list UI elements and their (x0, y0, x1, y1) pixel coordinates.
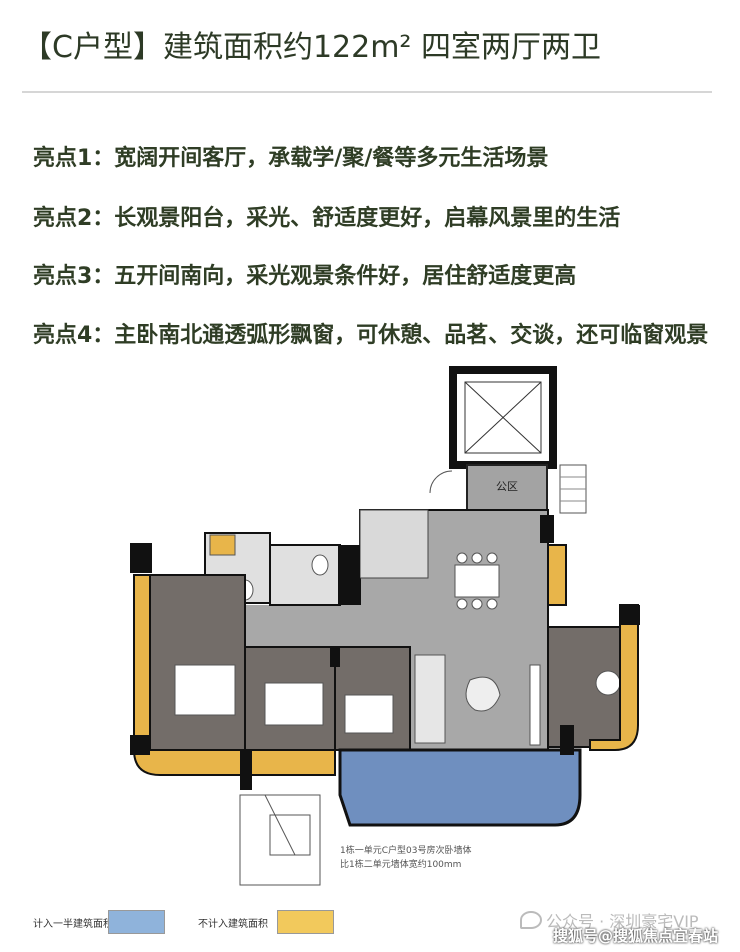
right-bedroom (547, 626, 621, 748)
highlight-1: 亮点1：宽阔开间客厅，承载学/聚/餐等多元生活场景 (33, 146, 549, 171)
note-line-1: 1栋一单元C户型03号房次卧墙体 (340, 846, 472, 856)
highlight-3: 亮点3：五开间南向，采光观景条件好，居住舒适度更高 (33, 264, 577, 289)
page-title: 【C户型】建筑面积约122m² 四室两厅两卫 (22, 30, 601, 65)
wechat-icon (520, 911, 542, 929)
watermark-official-account: 公众号 · 深圳豪宅VIP (520, 908, 699, 932)
highlight-2: 亮点2：长观景阳台，采光、舒适度更好，启幕风景里的生活 (33, 206, 621, 231)
legend-half-area-swatch (108, 910, 165, 934)
balcony (338, 748, 582, 827)
note-line-2: 比1栋二单元墙体宽约100mm (340, 860, 462, 870)
right-bay-window (589, 604, 639, 751)
legend-no-area-swatch (277, 910, 334, 934)
sofa (414, 654, 446, 744)
corridor (245, 605, 365, 647)
public-area-label: 公区 (496, 480, 518, 493)
kitchen (359, 509, 429, 579)
legend-no-area-label: 不计入建筑面积 (198, 919, 268, 930)
ac-platform (239, 794, 321, 886)
highlight-4: 亮点4：主卧南北通透弧形飘窗，可休憩、品茗、交谈，还可临窗观景 (33, 323, 709, 348)
title-divider (22, 91, 712, 93)
dining-table (454, 564, 500, 598)
public-area (466, 464, 548, 518)
watermark-source: 搜狐号@搜狐焦点宜春站 (553, 927, 719, 945)
legend-half-area-label: 计入一半建筑面积 (33, 919, 113, 930)
bathroom-2 (269, 544, 341, 606)
floor-plan: 公区 (130, 366, 640, 886)
second-bay-window (244, 749, 336, 776)
master-bedroom (149, 574, 246, 751)
